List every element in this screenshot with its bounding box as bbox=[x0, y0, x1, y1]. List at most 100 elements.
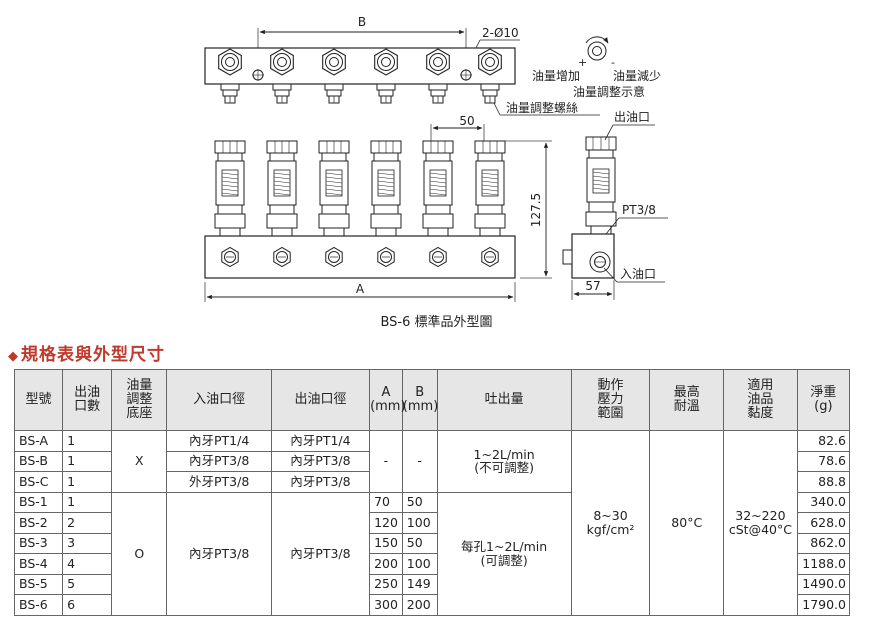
header-max-temp: 最高耐溫 bbox=[649, 369, 725, 431]
block-plug-5 bbox=[429, 246, 447, 268]
cell-weight: 82.6 bbox=[796, 430, 851, 452]
flow-gauge-1 bbox=[214, 140, 246, 237]
section-title: ◆規格表與外型尺寸 bbox=[8, 340, 165, 365]
top-fitting-3 bbox=[322, 48, 346, 76]
inlet-label: 入油口 bbox=[620, 267, 656, 281]
header-model: 型號 bbox=[13, 369, 64, 431]
adjust-screw-3 bbox=[324, 83, 344, 104]
cell-a: 200 bbox=[369, 553, 403, 575]
cell-weight: 340.0 bbox=[796, 491, 851, 513]
holes-label: 2-Ø10 bbox=[482, 26, 519, 40]
minus-sign: - bbox=[611, 56, 615, 69]
cell-model: BS-A bbox=[13, 430, 64, 452]
cell-adjust-o: O bbox=[111, 491, 168, 616]
header-outlets: 出油口數 bbox=[62, 369, 113, 431]
cell-weight: 628.0 bbox=[796, 512, 851, 534]
cell-outlets: 1 bbox=[62, 491, 113, 513]
cell-outlet: 內牙PT1/4 bbox=[270, 430, 371, 452]
cell-a: 120 bbox=[369, 512, 403, 534]
adjust-dial-icon: + - bbox=[578, 36, 615, 69]
flow-gauge-5 bbox=[422, 140, 454, 237]
outlet-label: 出油口 bbox=[614, 110, 650, 124]
header-adjust-base: 油量調整底座 bbox=[111, 369, 168, 431]
cell-weight: 1790.0 bbox=[796, 594, 851, 616]
cell-outlet: 內牙PT3/8 bbox=[270, 450, 371, 472]
cell-inlet-shared: 內牙PT3/8 bbox=[166, 491, 272, 616]
top-fitting-2 bbox=[270, 48, 294, 76]
cell-b-dash: - bbox=[401, 430, 438, 493]
top-fitting-5 bbox=[426, 48, 450, 76]
header-b: B(mm) bbox=[401, 369, 438, 431]
header-discharge: 吐出量 bbox=[436, 369, 572, 431]
cell-outlets: 2 bbox=[62, 512, 113, 534]
cell-weight: 862.0 bbox=[796, 532, 851, 554]
flow-gauge-4 bbox=[370, 140, 402, 237]
cell-inlet: 內牙PT3/8 bbox=[166, 450, 272, 472]
cell-model: BS-B bbox=[13, 450, 64, 472]
header-pressure: 動作壓力範圍 bbox=[570, 369, 651, 431]
table-header-row: 型號 出油口數 油量調整底座 入油口徑 出油口徑 A(mm) B(mm) 吐出量… bbox=[13, 369, 851, 431]
cell-discharge-adjustable: 每孔1~2L/min(可調整) bbox=[436, 491, 572, 616]
cell-a: 300 bbox=[369, 594, 403, 616]
cell-b: 100 bbox=[401, 553, 438, 575]
cell-model: BS-3 bbox=[13, 532, 64, 554]
top-view: B 2-Ø10 油量調整螺絲 bbox=[204, 15, 600, 116]
cell-b: 50 bbox=[401, 491, 438, 513]
flow-gauge-3 bbox=[318, 140, 350, 237]
adjust-screw-label: 油量調整螺絲 bbox=[506, 100, 578, 115]
cell-outlets: 4 bbox=[62, 553, 113, 575]
plus-sign: + bbox=[578, 56, 587, 69]
adjust-screw-5 bbox=[428, 83, 448, 104]
cell-weight: 88.8 bbox=[796, 471, 851, 493]
cell-model: BS-C bbox=[13, 471, 64, 493]
cell-weight: 1490.0 bbox=[796, 573, 851, 595]
cell-inlet: 外牙PT3/8 bbox=[166, 471, 272, 493]
table-row: BS-1 1 O 內牙PT3/8 內牙PT3/8 70 50 每孔1~2L/mi… bbox=[13, 491, 851, 616]
table-row: BS-B 1 內牙PT3/8 內牙PT3/8 78.6 bbox=[13, 450, 851, 472]
cell-b: 200 bbox=[401, 594, 438, 616]
figure-caption: BS-6 標準品外型圖 bbox=[380, 315, 493, 330]
spec-table: 型號 出油口數 油量調整底座 入油口徑 出油口徑 A(mm) B(mm) 吐出量… bbox=[13, 369, 851, 616]
adjust-screw-6 bbox=[480, 83, 500, 104]
dim-a-label: A bbox=[356, 282, 365, 296]
diamond-icon: ◆ bbox=[8, 349, 19, 364]
cell-a: 250 bbox=[369, 573, 403, 595]
cell-outlet-shared: 內牙PT3/8 bbox=[270, 491, 371, 616]
table-row: BS-3 3 150 50 862.0 bbox=[13, 532, 851, 554]
pitch-label: 50 bbox=[459, 114, 474, 128]
cell-max-temp: 80°C bbox=[649, 430, 725, 616]
top-fitting-4 bbox=[374, 48, 398, 76]
adjust-screw-1 bbox=[220, 83, 240, 104]
block-plug-2 bbox=[273, 246, 291, 268]
cell-model: BS-4 bbox=[13, 553, 64, 575]
side-dim-label: 57 bbox=[585, 279, 600, 293]
cell-outlets: 6 bbox=[62, 594, 113, 616]
cell-model: BS-5 bbox=[13, 573, 64, 595]
cell-model: BS-2 bbox=[13, 512, 64, 534]
cell-outlets: 1 bbox=[62, 450, 113, 472]
adjust-screw-4 bbox=[376, 83, 396, 104]
flow-gauge-6 bbox=[474, 140, 506, 237]
cell-b: 149 bbox=[401, 573, 438, 595]
cell-adjust-x: X bbox=[111, 430, 168, 493]
cell-a: 70 bbox=[369, 491, 403, 513]
cell-a-dash: - bbox=[369, 430, 403, 493]
cell-weight: 1188.0 bbox=[796, 553, 851, 575]
header-inlet-diameter: 入油口徑 bbox=[166, 369, 272, 431]
cell-a: 150 bbox=[369, 532, 403, 554]
flow-gauge-2 bbox=[266, 140, 298, 237]
cell-outlet: 內牙PT3/8 bbox=[270, 471, 371, 493]
adjust-diagram-label: 油量調整示意 bbox=[573, 84, 645, 99]
pt38-label: PT3/8 bbox=[622, 203, 656, 217]
block-plug-6 bbox=[481, 246, 499, 268]
cell-b: 100 bbox=[401, 512, 438, 534]
table-row: BS-4 4 200 100 1188.0 bbox=[13, 553, 851, 575]
adjust-screw-2 bbox=[272, 83, 292, 104]
cell-outlets: 3 bbox=[62, 532, 113, 554]
section-title-text: 規格表與外型尺寸 bbox=[21, 345, 165, 365]
cell-weight: 78.6 bbox=[796, 450, 851, 472]
block-plug-3 bbox=[325, 246, 343, 268]
cell-inlet: 內牙PT1/4 bbox=[166, 430, 272, 452]
